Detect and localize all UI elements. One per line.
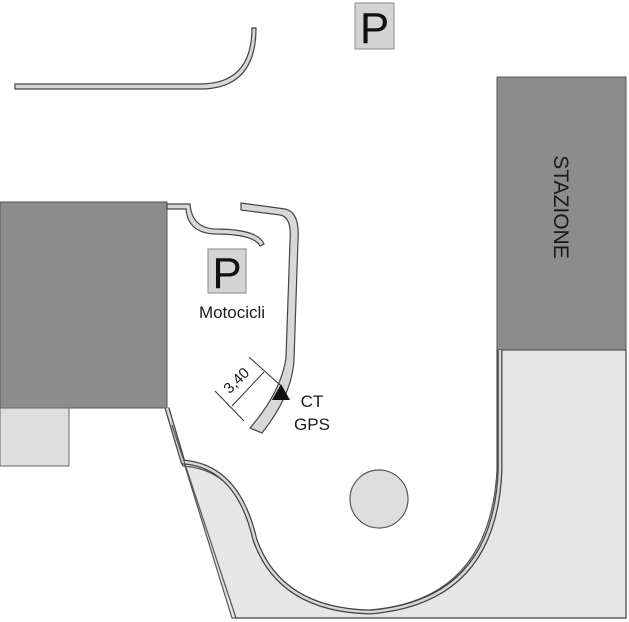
- parking-moto-letter: P: [212, 249, 241, 298]
- plaza-curb-inner: [165, 350, 502, 614]
- parking-sign-top: P: [354, 2, 395, 53]
- diagonal-edge: [171, 424, 237, 619]
- parking-moto-label: Motocicli: [199, 303, 265, 322]
- top-curb: [14, 27, 257, 90]
- left-building-annex: [0, 407, 70, 467]
- parking-top-letter: P: [360, 4, 389, 53]
- dimension-value: 3,40: [220, 364, 253, 397]
- roundabout: [349, 469, 409, 529]
- lane-divider-curb: [240, 202, 299, 434]
- left-building: [0, 201, 168, 409]
- station-label: STAZIONE: [549, 155, 572, 258]
- moto-curb-top: [166, 203, 265, 247]
- parking-sign-moto: P Motocicli: [199, 248, 265, 322]
- station-building: [496, 76, 627, 351]
- marker-label-gps: GPS: [294, 415, 330, 434]
- marker-label-ct: CT: [301, 392, 324, 411]
- gps-control-point-icon: [272, 384, 290, 400]
